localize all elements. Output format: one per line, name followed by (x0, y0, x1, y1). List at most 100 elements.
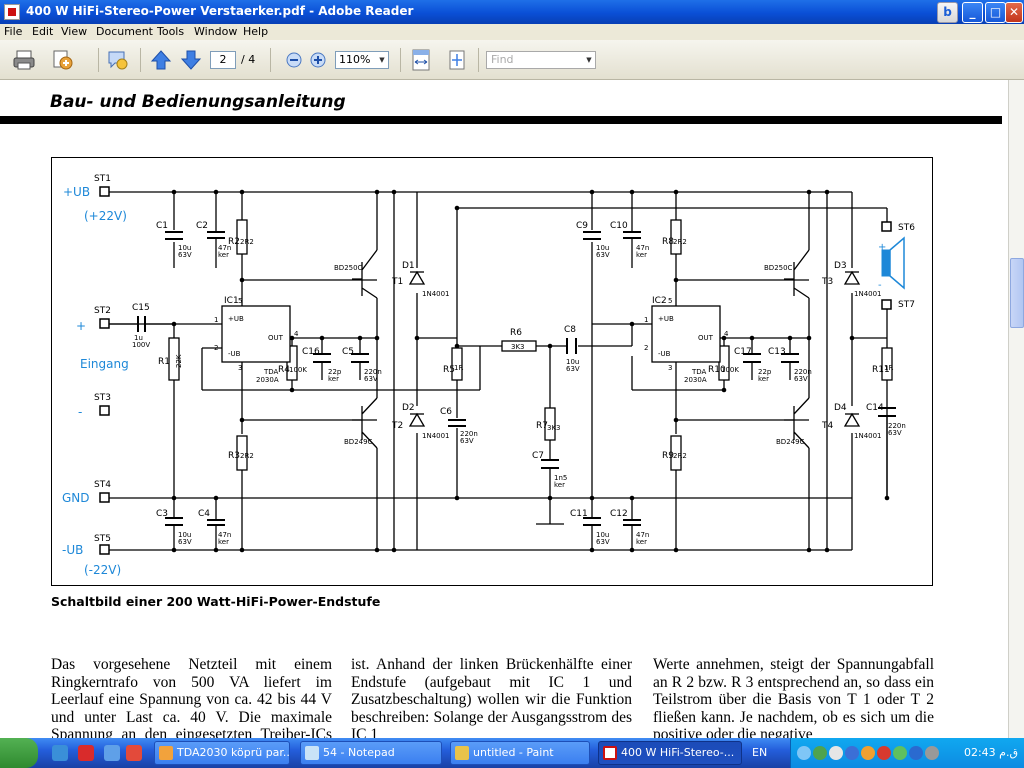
find-placeholder: Find (491, 53, 514, 66)
svg-text:2R2: 2R2 (673, 452, 687, 460)
cap-c5 (351, 353, 369, 363)
vertical-scrollbar[interactable] (1008, 80, 1024, 738)
tray-icon[interactable] (845, 746, 859, 760)
opera-icon[interactable] (78, 745, 94, 761)
fit-page-icon[interactable] (445, 48, 469, 72)
terminal-st2 (99, 318, 110, 329)
tray-icon[interactable] (829, 746, 843, 760)
previous-page-icon[interactable] (149, 48, 173, 72)
next-page-icon[interactable] (179, 48, 203, 72)
tray-icon[interactable] (893, 746, 907, 760)
task-notepad[interactable]: 54 - Notepad (300, 741, 442, 765)
folder-icon (159, 746, 173, 760)
page-number-input[interactable]: 2 (210, 51, 236, 69)
tray-icon[interactable] (861, 746, 875, 760)
svg-text:R6: R6 (510, 328, 522, 338)
comment-icon[interactable] (106, 48, 130, 72)
task-paint[interactable]: untitled - Paint (450, 741, 590, 765)
tray-icon[interactable] (909, 746, 923, 760)
menu-tools[interactable]: Tools (157, 25, 185, 38)
label-eingang: Eingang (80, 357, 129, 371)
scrollbar-thumb[interactable] (1010, 258, 1024, 328)
print-icon[interactable] (12, 48, 36, 72)
clock[interactable]: 02:43 ق.م (963, 746, 1018, 759)
svg-text:R7: R7 (536, 421, 548, 431)
svg-text:5: 5 (238, 297, 242, 305)
quick-launch-icon[interactable] (126, 745, 142, 761)
document-area[interactable]: Bau- und Bedienungsanleitung (0, 80, 1008, 738)
paint-icon (455, 746, 469, 760)
svg-text:TDA: TDA (263, 368, 279, 376)
svg-text:ST7: ST7 (898, 300, 915, 310)
svg-text:T3: T3 (821, 277, 833, 287)
task-adobe-reader[interactable]: 400 W HiFi-Stereo-... (598, 741, 742, 765)
svg-text:220n: 220n (888, 422, 906, 430)
resistor-r9 (670, 435, 682, 471)
chevron-down-icon[interactable]: ▼ (379, 56, 385, 64)
svg-text:1N4001: 1N4001 (422, 432, 450, 440)
language-indicator[interactable]: EN (752, 746, 768, 759)
cap-c3 (165, 517, 183, 526)
svg-text:1: 1 (644, 316, 648, 324)
terminal-st5 (99, 544, 110, 555)
zoom-out-icon[interactable] (282, 48, 306, 72)
tray-icon[interactable] (877, 746, 891, 760)
start-button[interactable] (0, 738, 38, 768)
find-input[interactable]: Find ▼ (486, 51, 596, 69)
menu-document[interactable]: Document (96, 25, 153, 38)
chevron-down-icon[interactable]: ▼ (586, 56, 592, 64)
zoom-select[interactable]: 110%▼ (335, 51, 389, 69)
beta-icon[interactable]: b (937, 2, 958, 23)
svg-text:3K3: 3K3 (511, 343, 525, 351)
svg-text:63V: 63V (596, 251, 610, 259)
transistor-t4 (784, 397, 810, 449)
close-button[interactable]: ✕ (1005, 2, 1023, 23)
window-title: 400 W HiFi-Stereo-Power Verstaerker.pdf … (26, 4, 414, 18)
task-tda2030[interactable]: TDA2030 köprü par... (154, 741, 290, 765)
resistor-r4 (286, 345, 298, 381)
label-ub-minus: -UB (62, 543, 83, 557)
tray-icon[interactable] (813, 746, 827, 760)
menu-view[interactable]: View (61, 25, 88, 38)
task-label: untitled - Paint (473, 746, 554, 759)
svg-text:OUT: OUT (698, 334, 714, 342)
label-ub-plus: +UB (63, 185, 90, 199)
cap-c13 (781, 353, 799, 363)
tray-icon[interactable] (925, 746, 939, 760)
zoom-in-icon[interactable] (306, 48, 330, 72)
svg-text:D4: D4 (834, 403, 847, 413)
fit-width-icon[interactable] (409, 48, 433, 72)
ic1-tda2030a (221, 305, 291, 363)
terminal-st4 (99, 492, 110, 503)
svg-text:R8: R8 (662, 237, 674, 247)
svg-text:10u: 10u (178, 531, 191, 539)
svg-text:22K: 22K (175, 354, 183, 368)
svg-text:63V: 63V (178, 538, 192, 546)
svg-text:3: 3 (238, 364, 242, 372)
tray-icon[interactable] (797, 746, 811, 760)
svg-text:63V: 63V (596, 538, 610, 546)
svg-text:BD249C: BD249C (344, 438, 373, 446)
circuit-schematic: +UB (+22V) + Eingang - GND -UB (-22V) + … (51, 157, 933, 586)
resistor-r2 (236, 219, 248, 255)
menu-file[interactable]: File (4, 25, 23, 38)
svg-text:1: 1 (214, 316, 218, 324)
svg-text:1R: 1R (884, 364, 893, 372)
cap-c12 (623, 519, 641, 526)
menu-window[interactable]: Window (194, 25, 238, 38)
menu-help[interactable]: Help (243, 25, 269, 38)
svg-text:D2: D2 (402, 403, 415, 413)
svg-text:C17: C17 (734, 347, 752, 357)
text-column-1: Das vorgesehene Netzteil mit einem Ringk… (51, 656, 332, 738)
svg-text:ST6: ST6 (898, 223, 915, 233)
maximize-button[interactable]: □ (985, 2, 1006, 23)
desktop-icon[interactable] (104, 745, 120, 761)
ie-icon[interactable] (52, 745, 68, 761)
resistor-r8 (670, 219, 682, 255)
menu-edit[interactable]: Edit (32, 25, 54, 38)
toolbar (0, 40, 1024, 80)
minimize-button[interactable]: _ (962, 2, 983, 23)
svg-text:4: 4 (294, 330, 299, 338)
email-icon[interactable] (50, 48, 74, 72)
toolbar-separator (270, 48, 271, 72)
